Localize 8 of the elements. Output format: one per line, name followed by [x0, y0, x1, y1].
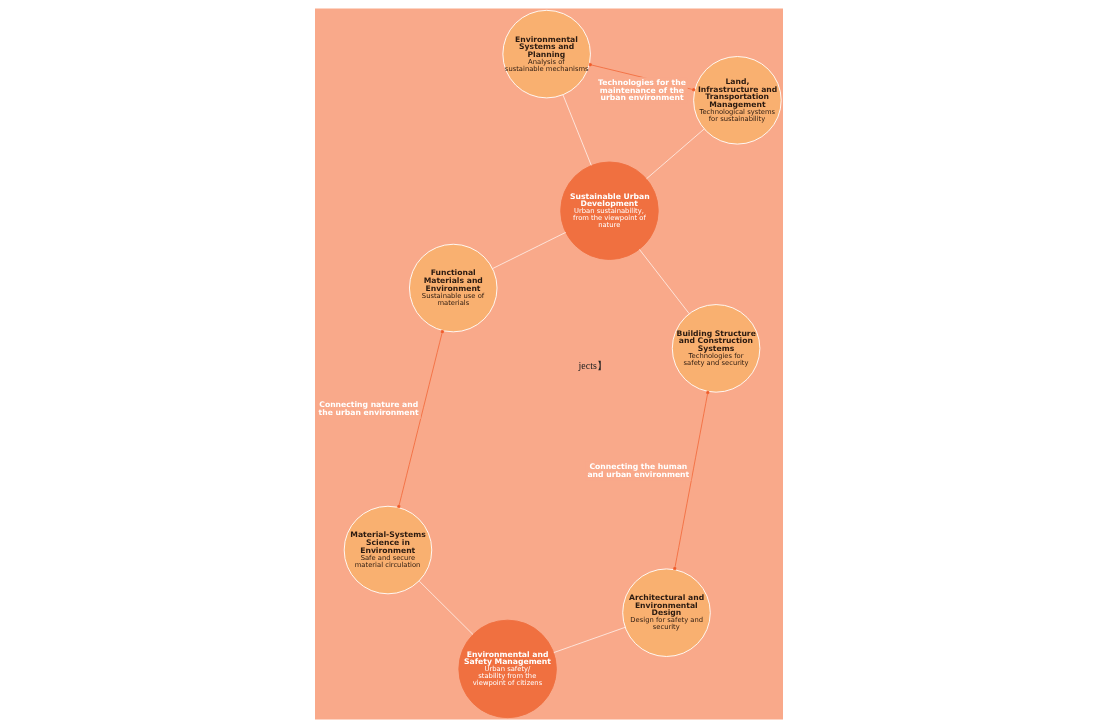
connector	[639, 249, 690, 315]
connector	[562, 94, 592, 166]
connector	[588, 63, 696, 92]
connector	[646, 128, 705, 180]
connector	[553, 627, 626, 653]
connector	[492, 232, 567, 269]
label: jects】	[578, 359, 607, 371]
connector	[418, 580, 474, 635]
